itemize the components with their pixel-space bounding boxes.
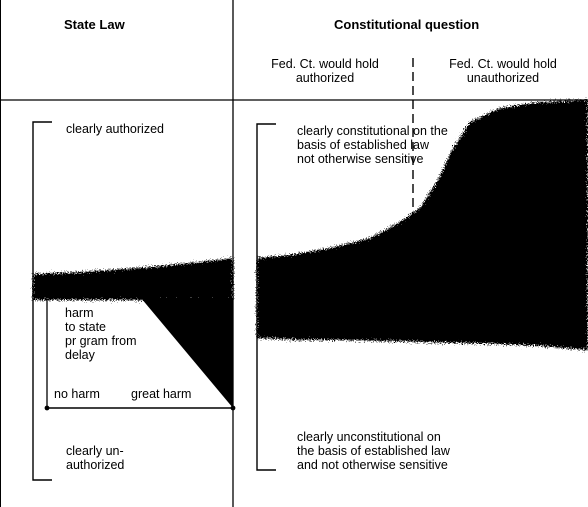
header-fed-authorized: Fed. Ct. would hold authorized [250, 57, 400, 85]
label-clearly-authorized: clearly authorized [66, 122, 164, 136]
dark-band-constitutional [257, 100, 588, 350]
label-clearly-unconstitutional-line3: and not otherwise sensitive [297, 458, 448, 472]
label-harm: harm to state pr gram from delay [65, 306, 137, 362]
dark-band-state-law [33, 258, 233, 300]
label-clearly-unauthorized-line1: clearly un- [66, 444, 124, 458]
label-clearly-constitutional-line3: not otherwise sensitive [297, 152, 424, 166]
header-fed-unauthorized-line1: Fed. Ct. would hold [449, 57, 557, 71]
harm-axis-left-dot [44, 405, 50, 411]
header-fed-authorized-line2: authorized [295, 71, 355, 85]
label-clearly-unconstitutional-line1: clearly unconstitutional on [297, 430, 441, 444]
label-clearly-unconstitutional-line2: the basis of established law [297, 444, 450, 458]
header-fed-unauthorized: Fed. Ct. would hold unauthorized [428, 57, 578, 85]
header-state-law: State Law [64, 17, 125, 32]
label-harm-line4: delay [65, 348, 95, 362]
label-no-harm: no harm [54, 387, 100, 401]
harm-axis-right-dot [230, 405, 236, 411]
harm-triangle [141, 298, 233, 408]
label-clearly-constitutional-line1: clearly constitutional on the [297, 124, 448, 138]
label-clearly-unauthorized-line2: authorized [66, 458, 125, 472]
label-clearly-unconstitutional: clearly unconstitutional on the basis of… [297, 430, 450, 472]
header-fed-unauthorized-line2: unauthorized [466, 71, 540, 85]
label-clearly-constitutional-line2: basis of established law [297, 138, 430, 152]
label-harm-line3: pr gram from [65, 334, 137, 348]
label-harm-line2: to state [65, 320, 106, 334]
state-law-bracket [32, 121, 52, 481]
label-harm-line1: harm [65, 306, 94, 320]
label-great-harm: great harm [131, 387, 192, 401]
header-constitutional-question: Constitutional question [334, 17, 480, 32]
label-clearly-constitutional: clearly constitutional on the basis of e… [297, 124, 448, 166]
label-clearly-unauthorized: clearly un- authorized [66, 444, 124, 472]
header-fed-authorized-line1: Fed. Ct. would hold [271, 57, 379, 71]
